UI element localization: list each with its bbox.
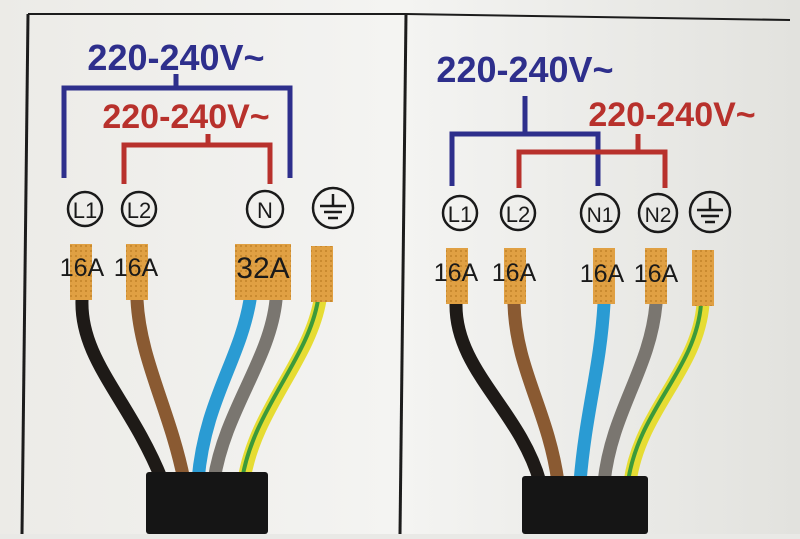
left-panel: 220-240V~ 220-240V~ L1 L2 N [60, 37, 355, 534]
right-current-l1: 16A [434, 259, 479, 287]
right-terminal-l2-label: L2 [506, 202, 530, 227]
right-ferrule-n1 [593, 248, 615, 304]
left-wire-black [75, 293, 169, 487]
left-current-n: 32A [236, 252, 289, 285]
right-terminal-l1: L1 [441, 194, 479, 232]
left-voltage-outer: 220-240V~ [87, 37, 264, 78]
right-terminal-l1-label: L1 [448, 202, 472, 227]
right-current-l2: 16A [492, 259, 537, 287]
right-cable-sheath [522, 476, 648, 534]
left-cable-sheath [146, 472, 268, 534]
right-current-n1: 16A [580, 260, 625, 288]
right-wire-grey [597, 297, 663, 489]
left-wire-earth-green [240, 298, 320, 482]
right-ferrule-l1 [446, 248, 468, 304]
left-wire-grey [207, 293, 283, 487]
left-terminal-l2: L2 [120, 190, 158, 228]
right-ferrule-l2 [504, 248, 526, 304]
right-terminal-l2: L2 [499, 194, 537, 232]
left-terminal-n-label: N [257, 198, 273, 223]
right-wire-brown [507, 297, 565, 489]
right-terminal-n2-label: N2 [645, 204, 672, 227]
right-wire-blue [573, 297, 611, 489]
left-wire-brown [130, 293, 191, 487]
left-ferrule-l1 [70, 244, 92, 300]
right-ferrule-n2 [645, 248, 667, 304]
right-wire-black [449, 297, 547, 489]
right-terminal-n1: N1 [579, 192, 621, 234]
left-current-l1: 16A [60, 254, 105, 282]
right-current-n2: 16A [634, 260, 679, 288]
left-terminal-n: N [245, 189, 285, 229]
right-voltage-inner: 220-240V~ [588, 96, 755, 134]
left-panel-border [20, 13, 30, 535]
left-ferrule-n [235, 244, 291, 300]
left-terminal-l2-label: L2 [127, 198, 151, 223]
right-red-bracket [516, 134, 668, 188]
left-voltage-inner: 220-240V~ [102, 98, 269, 136]
right-terminal-n1-label: N1 [587, 204, 614, 227]
left-ferrule-l2 [126, 244, 148, 300]
left-current-l2: 16A [114, 254, 159, 282]
panel-divider [398, 13, 408, 535]
left-blue-bracket [61, 74, 293, 178]
right-terminal-n2: N2 [637, 192, 679, 234]
left-ferrule-earth [311, 246, 333, 302]
left-red-bracket [121, 134, 273, 184]
left-terminal-l1-label: L1 [73, 198, 97, 223]
left-wire-blue [191, 293, 257, 487]
earth-ground-icon [311, 186, 355, 230]
right-ferrule-earth [692, 250, 714, 306]
earth-ground-icon [688, 190, 732, 234]
right-blue-bracket [449, 96, 601, 186]
left-terminal-l1: L1 [66, 190, 104, 228]
top-border [28, 13, 791, 21]
right-panel: 220-240V~ 220-240V~ L1 L2 N1 N2 [434, 49, 756, 534]
right-voltage-outer: 220-240V~ [436, 49, 613, 90]
right-wire-earth-green [626, 302, 703, 484]
